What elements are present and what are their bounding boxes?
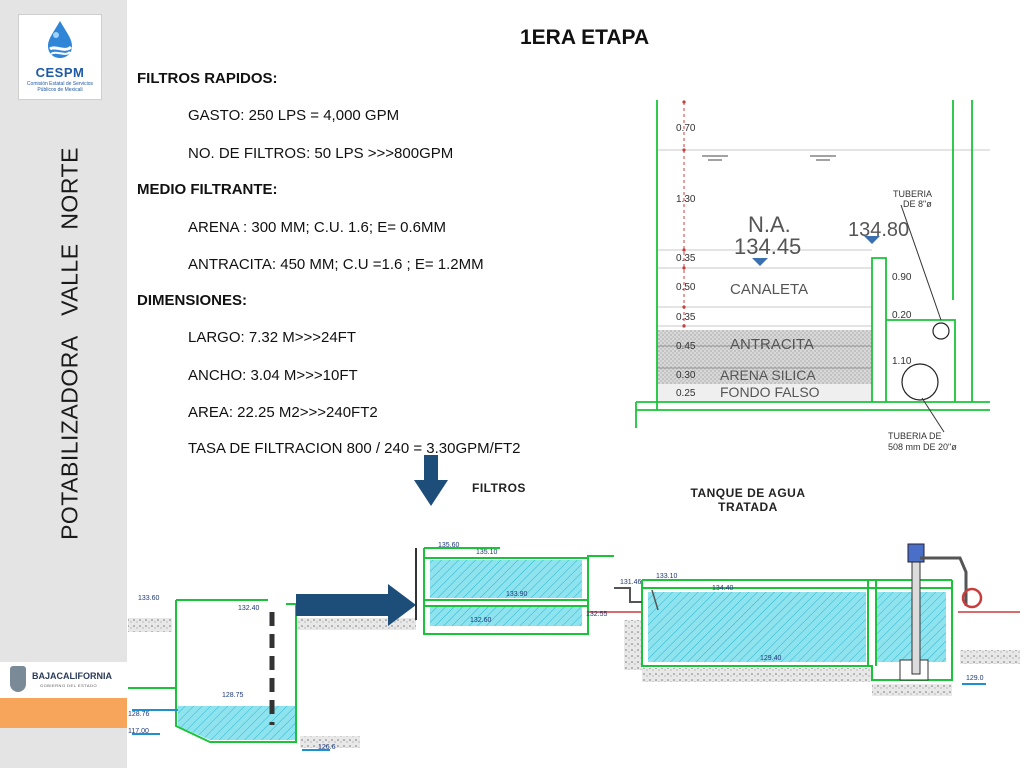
na-label: N.A.: [748, 212, 791, 237]
elevation-label: 129.40: [760, 655, 782, 662]
spec-line: MEDIO FILTRANTE:: [137, 181, 278, 198]
baja-california-logo: BAJACALIFORNIA GOBIERNO DEL ESTADO: [0, 662, 127, 698]
tanque-label: TANQUE DE AGUA TRATADA: [668, 486, 828, 514]
elevation-label: 132.55: [586, 611, 608, 618]
dim-label: 0.35: [676, 312, 696, 323]
elevation-label: 129.0: [966, 675, 984, 682]
spec-line: ANCHO: 3.04 M>>>10FT: [188, 367, 358, 384]
baja-name: BAJACALIFORNIA: [32, 671, 112, 681]
dim-label: 0.25: [676, 388, 696, 399]
dim-label: 0.30: [676, 370, 696, 381]
cespm-logo: CESPM Comisión Estatal de Servicios Públ…: [18, 14, 102, 100]
dim-label: 0.50: [676, 282, 696, 293]
logo-name: CESPM: [35, 65, 85, 80]
tanque-label-line: TRATADA: [718, 500, 778, 514]
dim-label: 0.90: [892, 272, 912, 283]
spec-line: DIMENSIONES:: [137, 292, 248, 309]
fondo-label: FONDO FALSO: [720, 384, 820, 400]
page-title: 1ERA ETAPA: [520, 26, 650, 49]
spec-line: TASA DE FILTRACION 800 / 240 = 3.30GPM/F…: [188, 440, 521, 457]
spec-line: AREA: 22.25 M2>>>240FT2: [188, 404, 378, 421]
filter-section-drawing: 0.70 1.30 0.35 0.50 0.35 0.45 0.30 0.25 …: [635, 98, 996, 452]
orange-bar: [0, 698, 127, 728]
elevation-label: 135.10: [476, 549, 498, 556]
elevation-label: 128.76: [128, 711, 150, 718]
elevation-label: 134.40: [712, 585, 734, 592]
elevation-label: 133.90: [506, 591, 528, 598]
pipe-bottom-label: TUBERIA DE: [888, 431, 942, 441]
elevation-label: 126.6: [318, 744, 336, 751]
arena-label: ARENA SILICA: [720, 367, 816, 383]
dim-label: 0.45: [676, 341, 696, 352]
shield-icon: [10, 666, 26, 692]
antracita-label: ANTRACITA: [730, 336, 814, 353]
arrow-right-icon: [296, 584, 416, 626]
pipe-top-label: TUBERIA: [893, 189, 932, 199]
spec-line: GASTO: 250 LPS = 4,000 GPM: [188, 107, 400, 124]
tanque-label-line: TANQUE DE AGUA: [690, 486, 806, 500]
filtros-label: FILTROS: [472, 481, 526, 495]
dim-label: 0.70: [676, 123, 696, 134]
elevation-label: 133.10: [656, 573, 678, 580]
dim-label: 1.10: [892, 356, 912, 367]
spec-line: NO. DE FILTROS: 50 LPS >>>800GPM: [188, 145, 454, 162]
elevation-label: 132.40: [238, 605, 260, 612]
plant-profile-drawing: 133.60 132.40 128.75 128.76 117.00 126.6…: [128, 542, 1020, 751]
spec-line: FILTROS RAPIDOS:: [137, 70, 278, 87]
sidebar: CESPM Comisión Estatal de Servicios Públ…: [0, 0, 127, 768]
na-value: 134.45: [734, 234, 801, 259]
dim-label: 0.35: [676, 253, 696, 264]
elevation-label: 131.46: [620, 579, 642, 586]
arrow-down-icon: [414, 455, 448, 506]
dim-label: 1.30: [676, 194, 696, 205]
elevation-label: 135.60: [438, 542, 460, 549]
logo-subtitle: Comisión Estatal de Servicios Públicos d…: [26, 81, 94, 93]
elevation-label: 132.60: [470, 617, 492, 624]
dim-label: 0.20: [892, 310, 912, 321]
elevation-label: 133.60: [138, 595, 160, 602]
spec-line: ANTRACITA: 450 MM; C.U =1.6 ; E= 1.2MM: [188, 256, 484, 273]
spec-line: LARGO: 7.32 M>>>24FT: [188, 329, 356, 346]
spec-line: ARENA : 300 MM; C.U. 1.6; E= 0.6MM: [188, 219, 447, 236]
elevation-label: 117.00: [128, 728, 149, 735]
level-value: 134.80: [848, 219, 909, 241]
pipe-top-label: DE 8"ø: [903, 199, 932, 209]
elevation-label: 128.75: [222, 692, 244, 699]
baja-subtitle: GOBIERNO DEL ESTADO: [40, 683, 98, 688]
canaleta-label: CANALETA: [730, 281, 808, 298]
water-drop-icon: [48, 21, 73, 58]
pipe-bottom-label: 508 mm DE 20"ø: [888, 442, 957, 452]
